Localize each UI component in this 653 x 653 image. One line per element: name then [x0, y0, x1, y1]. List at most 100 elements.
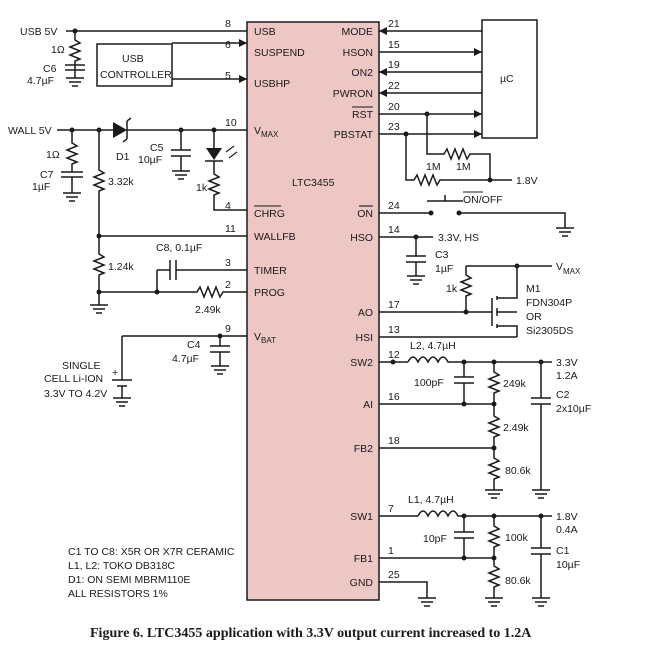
c5-label: C5	[150, 142, 164, 154]
pin-label-right: FB2	[354, 443, 373, 455]
r-332k-label: 3.32k	[108, 176, 134, 188]
chrg-led	[206, 148, 222, 160]
usbhp-arrow	[239, 75, 247, 83]
v18-top-label: 1.8V	[516, 175, 538, 187]
pin-number-25: 25	[388, 569, 400, 581]
pin-number-23: 23	[388, 121, 400, 133]
note-line-1: C1 TO C8: X5R OR X7R CERAMIC	[68, 546, 235, 558]
pin-label-right: RST	[352, 109, 374, 121]
note-line-3: D1: ON SEMI MBRM110E	[68, 574, 190, 586]
pin-number-9: 9	[225, 323, 231, 335]
onoff-label: ON/OFF	[463, 194, 503, 206]
m1-part-b: Si2305DS	[526, 325, 573, 337]
pin-number-2: 2	[225, 279, 231, 291]
out33-voltage: 3.3V	[556, 357, 578, 369]
pin-label-left: TIMER	[254, 265, 287, 277]
c1-value: 10µF	[556, 559, 580, 571]
battery-plus: +	[112, 367, 118, 379]
pin-number-16: 16	[388, 391, 400, 403]
pin-number-3: 3	[225, 257, 231, 269]
c1-label: C1	[556, 545, 570, 557]
pin-number-1: 1	[388, 545, 394, 557]
pin-label-right: AI	[363, 399, 373, 411]
pin-label-right: HSON	[343, 47, 373, 59]
r-1m-b-label: 1M	[456, 161, 471, 173]
vmax-right-sub: MAX	[563, 267, 581, 276]
wall-5v-label: WALL 5V	[8, 125, 52, 137]
c3-label: C3	[435, 249, 449, 261]
c8-label: C8, 0.1µF	[156, 242, 202, 254]
pin-number-5: 5	[225, 70, 231, 82]
c-100pf-label: 100pF	[414, 377, 444, 389]
battery-line3: 3.3V TO 4.2V	[44, 388, 107, 400]
pin-number-6: 6	[225, 39, 231, 51]
r-100k-label: 100k	[505, 532, 529, 544]
pin-label-left: WALLFB	[254, 231, 296, 243]
pin-label-left: USB	[254, 26, 276, 38]
pin-number-13: 13	[388, 324, 400, 336]
pin-number-18: 18	[388, 435, 400, 447]
c7-label: C7	[40, 169, 54, 181]
pin-number-10: 10	[225, 117, 237, 129]
pin-number-15: 15	[388, 39, 400, 51]
pin-label-right: AO	[358, 307, 373, 319]
l2-label: L2, 4.7µH	[410, 340, 456, 352]
pin-number-24: 24	[388, 200, 400, 212]
c6-value: 4.7µF	[27, 75, 54, 87]
ltc3455-chip	[246, 21, 380, 601]
pin-number-11: 11	[225, 223, 236, 235]
c4-label: C4	[187, 339, 201, 351]
l1-label: L1, 4.7µH	[408, 494, 454, 506]
c4-value: 4.7µF	[172, 353, 199, 365]
m1-part-a: FDN304P	[526, 297, 572, 309]
pin-label-right: HSI	[355, 332, 373, 344]
note-line-2: L1, L2: TOKO DB318C	[68, 560, 175, 572]
c2-label: C2	[556, 389, 570, 401]
usb-controller-block	[96, 43, 173, 87]
pin-label-right: PBSTAT	[334, 129, 374, 141]
vmax-right-label: V	[556, 261, 563, 273]
pin-number-14: 14	[388, 224, 400, 236]
d1-diode	[113, 122, 127, 138]
out18-current: 0.4A	[556, 524, 578, 536]
pin-number-4: 4	[225, 200, 231, 212]
right-pin-labels: 21MODE15HSON19ON222PWRON20RST23PBSTAT24O…	[333, 18, 400, 589]
pin-label-right: GND	[350, 577, 374, 589]
pin-number-21: 21	[388, 18, 400, 30]
usb-controller-line2: CONTROLLER	[100, 69, 172, 81]
pin-label-left: USBHP	[254, 78, 290, 90]
pin-number-8: 8	[225, 18, 231, 30]
pin-number-17: 17	[388, 299, 400, 311]
r-1m-a-label: 1M	[426, 161, 441, 173]
pin-number-22: 22	[388, 80, 400, 92]
usb-5v-label: USB 5V	[20, 26, 57, 38]
c3-value: 1µF	[435, 263, 453, 275]
d1-label: D1	[116, 151, 130, 163]
r-249k-label: 249k	[503, 378, 527, 390]
out18-voltage: 1.8V	[556, 511, 578, 523]
note-line-4: ALL RESISTORS 1%	[68, 588, 168, 600]
battery-line2: CELL Li-ION	[44, 373, 103, 385]
microcontroller-block	[481, 19, 538, 139]
pin-number-12: 12	[388, 349, 400, 361]
pin-label-right: SW2	[350, 357, 373, 369]
usb-controller-line1: USB	[122, 53, 144, 65]
suspend-arrow	[239, 39, 247, 47]
pin-label-left: SUSPEND	[254, 47, 305, 59]
r-1k-led-label: 1k	[196, 182, 208, 194]
r-124k-label: 1.24k	[108, 261, 134, 273]
pin-label-left: PROG	[254, 287, 285, 299]
pin-number-20: 20	[388, 101, 400, 113]
pin-label-right: SW1	[350, 511, 373, 523]
r-1ohm-usb-label: 1Ω	[51, 44, 65, 56]
m1-or: OR	[526, 311, 542, 323]
pin-label-right: ON	[357, 208, 373, 220]
c-10pf-label: 10pF	[423, 533, 447, 545]
pin-label-right: HSO	[350, 232, 373, 244]
pin-number-19: 19	[388, 59, 400, 71]
c7-value: 1µF	[32, 181, 50, 193]
pin-label-right: FB1	[354, 553, 373, 565]
r-806k-b-label: 80.6k	[505, 575, 531, 587]
out33-current: 1.2A	[556, 370, 578, 382]
